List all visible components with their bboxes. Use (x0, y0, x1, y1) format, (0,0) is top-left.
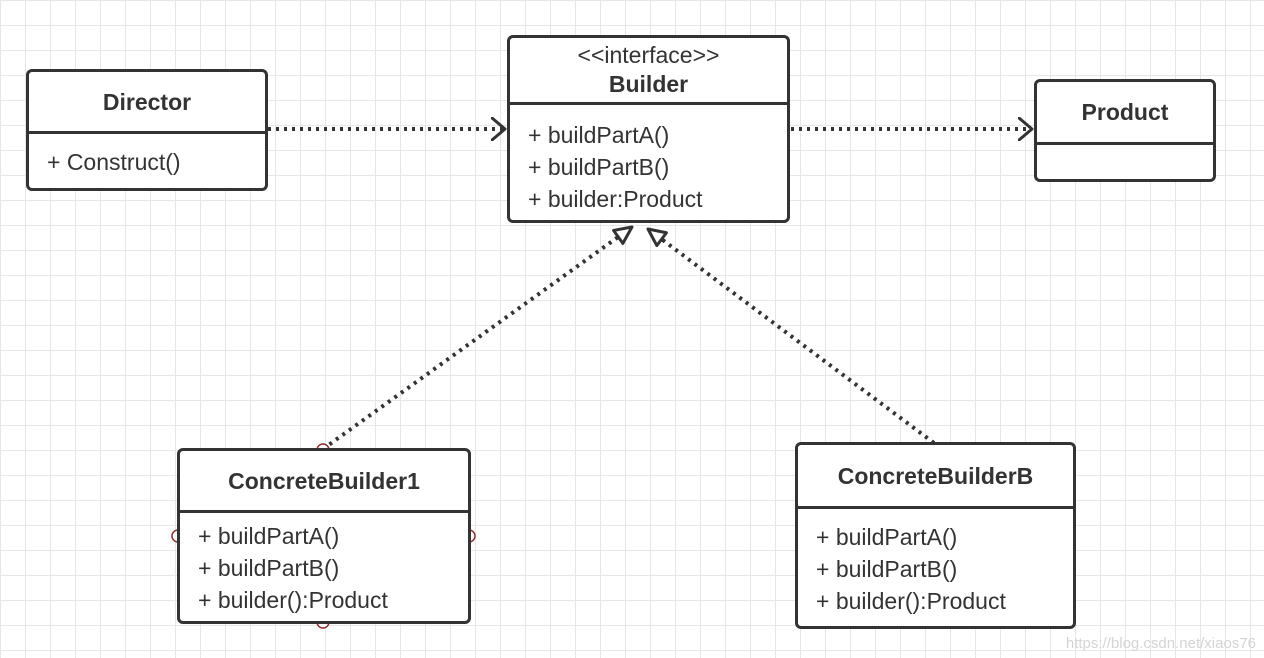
class-director-name: Director (102, 88, 192, 115)
class-product-name: Product (1081, 99, 1169, 125)
class-director[interactable]: Director + Construct() (26, 69, 268, 191)
class-member: + buildPartB() (198, 555, 340, 581)
class-concrete-builder-1-members: + buildPartA() + buildPartB() + builder(… (180, 513, 468, 616)
realization-concretebuilderb-builder[interactable] (646, 227, 936, 445)
class-concrete-builder-1-name: ConcreteBuilder1 (228, 467, 420, 494)
class-concrete-builder-b-header: ConcreteBuilderB (798, 445, 1073, 509)
class-member: + buildPartA() (528, 122, 670, 148)
realization-concretebuilder1-builder[interactable] (321, 225, 634, 451)
class-builder-stereotype: <<interface>> (577, 42, 720, 68)
class-concrete-builder-b-members: + buildPartA() + buildPartB() + builder(… (798, 509, 1073, 617)
watermark: https://blog.csdn.net/xiaos76 (1065, 635, 1256, 652)
class-concrete-builder-1-header: ConcreteBuilder1 (180, 451, 468, 513)
class-member: + builder:Product (528, 186, 703, 212)
class-director-members: + Construct() (29, 134, 265, 178)
class-builder-name: Builder (608, 71, 689, 97)
class-concrete-builder-b-name: ConcreteBuilderB (837, 462, 1034, 489)
class-product-header: Product (1037, 82, 1213, 145)
class-builder-header: <<interface>> Builder (510, 38, 787, 105)
class-member: + buildPartA() (198, 523, 340, 549)
class-builder-members: + buildPartA() + buildPartB() + builder:… (510, 105, 787, 215)
class-member: + buildPartB() (816, 556, 958, 582)
class-product[interactable]: Product (1034, 79, 1216, 182)
class-member: + builder():Product (816, 588, 1006, 614)
class-concrete-builder-1[interactable]: ConcreteBuilder1 + buildPartA() + buildP… (177, 448, 471, 624)
class-director-header: Director (29, 72, 265, 134)
class-builder[interactable]: <<interface>> Builder + buildPartA() + b… (507, 35, 790, 223)
class-member: + Construct() (47, 149, 181, 175)
class-member: + buildPartB() (528, 154, 670, 180)
class-member: + buildPartA() (816, 524, 958, 550)
class-member: + builder():Product (198, 587, 388, 613)
class-concrete-builder-b[interactable]: ConcreteBuilderB + buildPartA() + buildP… (795, 442, 1076, 629)
